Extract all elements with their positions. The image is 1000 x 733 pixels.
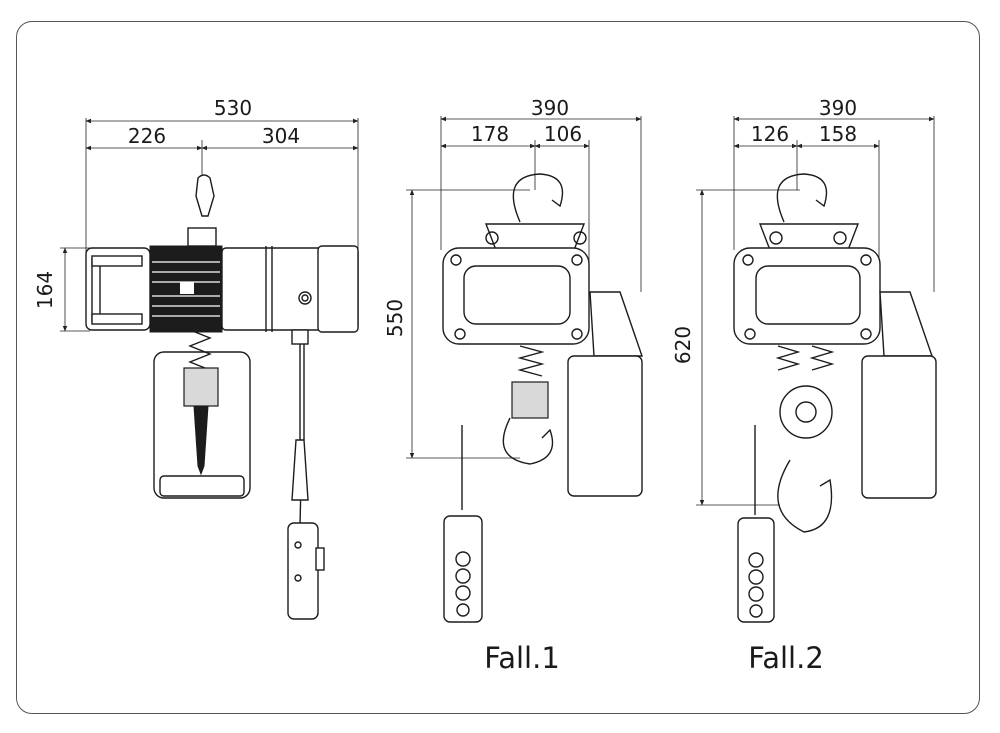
fall2-right-width: 158 — [819, 122, 857, 146]
fall1-right-width: 106 — [544, 122, 582, 146]
fall2-left-width: 126 — [751, 122, 789, 146]
fall2-overall-width: 390 — [819, 96, 857, 120]
fall2-height: 620 — [671, 326, 695, 364]
fall1-left-width: 178 — [471, 122, 509, 146]
fall1-height: 550 — [383, 299, 407, 337]
side-right-width: 304 — [262, 124, 300, 148]
fall1-overall-width: 390 — [531, 96, 569, 120]
side-overall-width: 530 — [214, 96, 252, 120]
drawing-frame — [16, 21, 980, 714]
side-left-width: 226 — [128, 124, 166, 148]
hoist-front-view-fall1: 390 178 106 550 — [383, 96, 643, 623]
fall2-caption: Fall.2 — [748, 641, 824, 675]
hoist-side-view: 530 226 304 164 — [33, 96, 359, 620]
side-body-height: 164 — [33, 271, 57, 309]
fall1-caption: Fall.1 — [484, 641, 560, 675]
hoist-front-view-fall2: 390 126 158 620 — [671, 96, 937, 623]
